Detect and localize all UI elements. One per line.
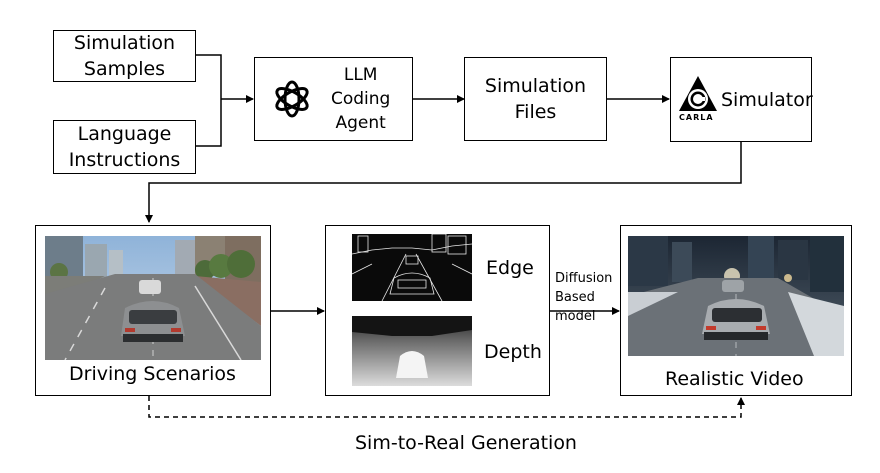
simulation-samples-node: Simulation Samples (53, 30, 196, 82)
edge-label: Edge (486, 257, 534, 279)
simulation-samples-label: Simulation Samples (73, 32, 176, 80)
carla-logo-text: CARLA (679, 112, 714, 122)
carla-logo-icon: CARLA (677, 75, 719, 125)
edge-instructions-merge (196, 99, 222, 147)
realistic-video-image (628, 236, 844, 356)
language-instructions-node: Language Instructions (53, 120, 196, 174)
diffusion-model-label: Diffusion Based model (555, 271, 613, 324)
depth-map-image (352, 316, 472, 386)
simulator-node: CARLA Simulator (670, 57, 813, 142)
language-instructions-label: Language Instructions (68, 123, 181, 171)
simulation-files-label: Simulation Files (484, 75, 587, 123)
llm-coding-agent-node: LLM Coding Agent (254, 57, 413, 141)
realistic-video-label: Realistic Video (665, 368, 804, 390)
driving-scenarios-label: Driving Scenarios (69, 363, 236, 385)
edge-simulator-to-driving (145, 142, 742, 223)
simulator-label: Simulator (721, 88, 813, 111)
depth-label: Depth (484, 341, 542, 363)
openai-knot-icon (275, 80, 309, 118)
edge-samples-merge (196, 54, 222, 99)
llm-coding-agent-label: LLM Coding Agent (331, 65, 391, 133)
edge-sim-to-real-dashed (148, 396, 745, 418)
edge-map-image (352, 234, 472, 301)
simulation-files-node: Simulation Files (464, 57, 607, 141)
driving-scenario-image (45, 236, 261, 360)
sim-to-real-label: Sim-to-Real Generation (355, 432, 577, 454)
